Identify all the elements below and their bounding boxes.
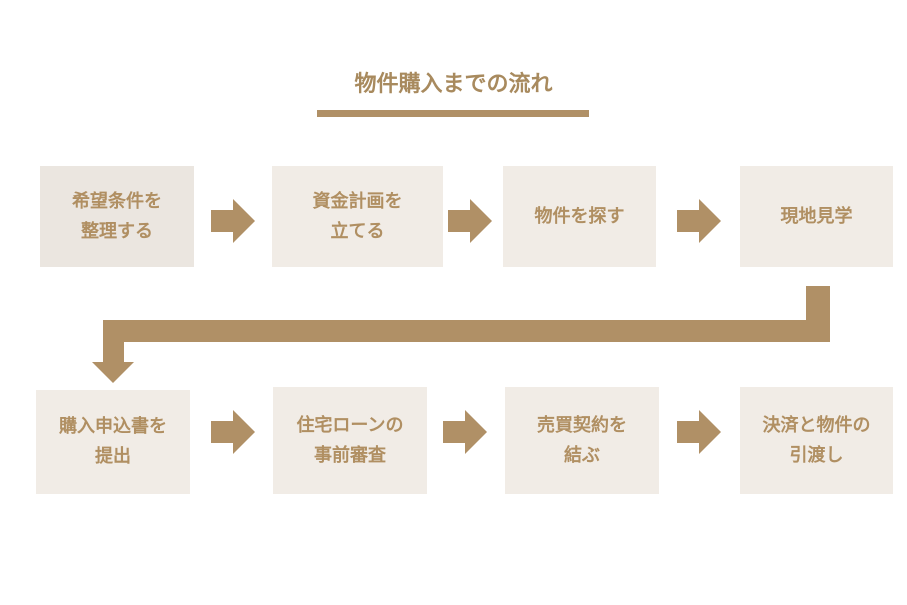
step-7-box: 売買契約を 結ぶ <box>505 387 659 494</box>
arrow-right-icon <box>677 199 721 243</box>
arrow-right-icon <box>443 410 487 454</box>
step-4-box: 現地見学 <box>740 166 893 267</box>
arrow-right-icon <box>448 199 492 243</box>
title-underline <box>317 110 589 117</box>
arrow-right-icon <box>211 199 255 243</box>
step-6-box: 住宅ローンの 事前審査 <box>273 387 427 494</box>
step-1-box: 希望条件を 整理する <box>40 166 194 267</box>
diagram-title: 物件購入までの流れ <box>354 72 553 97</box>
step-5-box: 購入申込書を 提出 <box>36 390 190 494</box>
arrow-right-icon <box>677 410 721 454</box>
step-2-box: 資金計画を 立てる <box>272 166 443 267</box>
connector-arrow-icon <box>92 286 830 383</box>
step-8-box: 決済と物件の 引渡し <box>740 387 893 494</box>
arrow-right-icon <box>211 410 255 454</box>
step-3-box: 物件を探す <box>503 166 656 267</box>
